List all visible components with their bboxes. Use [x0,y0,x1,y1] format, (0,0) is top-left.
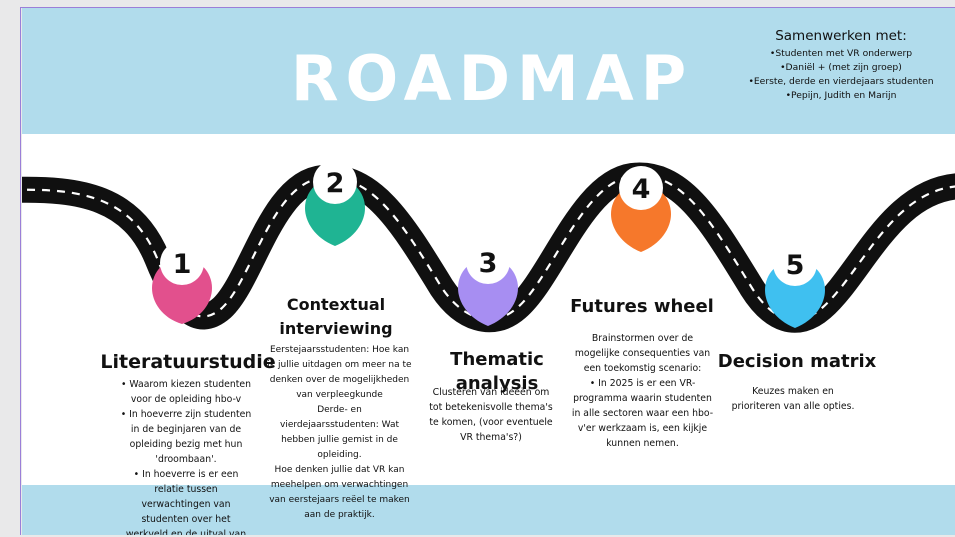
marker-1-face [160,241,204,285]
collaboration-item: Eerste, derde en vierdejaars studenten [734,75,948,89]
marker-3: 3 [458,240,518,326]
step-2-title: Contextual interviewing [279,295,393,338]
step-5-title: Decision matrix [717,351,877,372]
marker-5: 5 [765,242,825,328]
step-5-description: Keuzes maken en prioriteren van alle opt… [728,384,858,414]
marker-2-face [313,160,357,204]
step-4-line: Brainstormen over de mogelijke consequen… [574,333,711,374]
marker-5-number: 5 [786,250,805,281]
step-1-bullet: Waarom kiezen studenten voor de opleidin… [120,377,252,407]
collaboration-heading: Samenwerken met: [775,28,907,44]
marker-3-number: 3 [479,248,498,279]
step-2-line: Eerstejaarsstudenten: Hoe kan ik jullie … [267,345,412,400]
step-1-bullet: In hoeverre is er een relatie tussen ver… [120,467,252,535]
step-2-description: Eerstejaarsstudenten: Hoe kan ik jullie … [267,343,412,523]
selection-edge-left [20,8,21,535]
step-4-bullet: In 2025 is er een VR-programma waarin st… [570,376,715,451]
step-2-line: Derde- en vierdejaarsstudenten: Wat hebb… [280,405,399,460]
step-1-description: Waarom kiezen studenten voor de opleidin… [120,377,252,535]
winding-road: 1 2 3 4 5 [22,160,955,333]
marker-5-face [773,242,817,286]
marker-2: 2 [305,160,365,246]
marker-1: 1 [152,241,212,324]
marker-3-face [466,240,510,284]
step-5-line: Keuzes maken en prioriteren van alle opt… [731,386,855,412]
collaboration-item: Studenten met VR onderwerp [734,47,948,61]
collaboration-box: Samenwerken met: Studenten met VR onderw… [734,28,948,103]
marker-4: 4 [611,166,671,252]
step-3-title: Thematic analysis [450,349,544,394]
collaboration-item: Daniël + (met zijn groep) [734,61,948,75]
step-2-line: Hoe denken jullie dat VR kan meehelpen o… [269,465,410,520]
step-1-bullet: In hoeverre zijn studenten in de beginja… [120,407,252,467]
step-3-description: Clusteren van ideeën om tot betekenisvol… [427,385,555,445]
step-1-title: Literatuurstudie [100,351,276,373]
collaboration-list: Studenten met VR onderwerp Daniël + (met… [734,47,948,103]
marker-1-number: 1 [173,249,192,280]
collaboration-item: Pepijn, Judith en Marijn [734,89,948,103]
step-4-description: Brainstormen over de mogelijke consequen… [570,331,715,451]
roadmap-title: ROADMAP [290,42,694,115]
step-3-line: Clusteren van ideeën om tot betekenisvol… [429,387,553,443]
marker-4-number: 4 [632,174,651,205]
marker-2-number: 2 [326,168,345,199]
marker-4-face [619,166,663,210]
selection-edge-top [20,7,955,8]
step-4-title: Futures wheel [570,296,714,317]
roadmap-canvas: ROADMAP Samenwerken met: Studenten met V… [22,8,955,535]
